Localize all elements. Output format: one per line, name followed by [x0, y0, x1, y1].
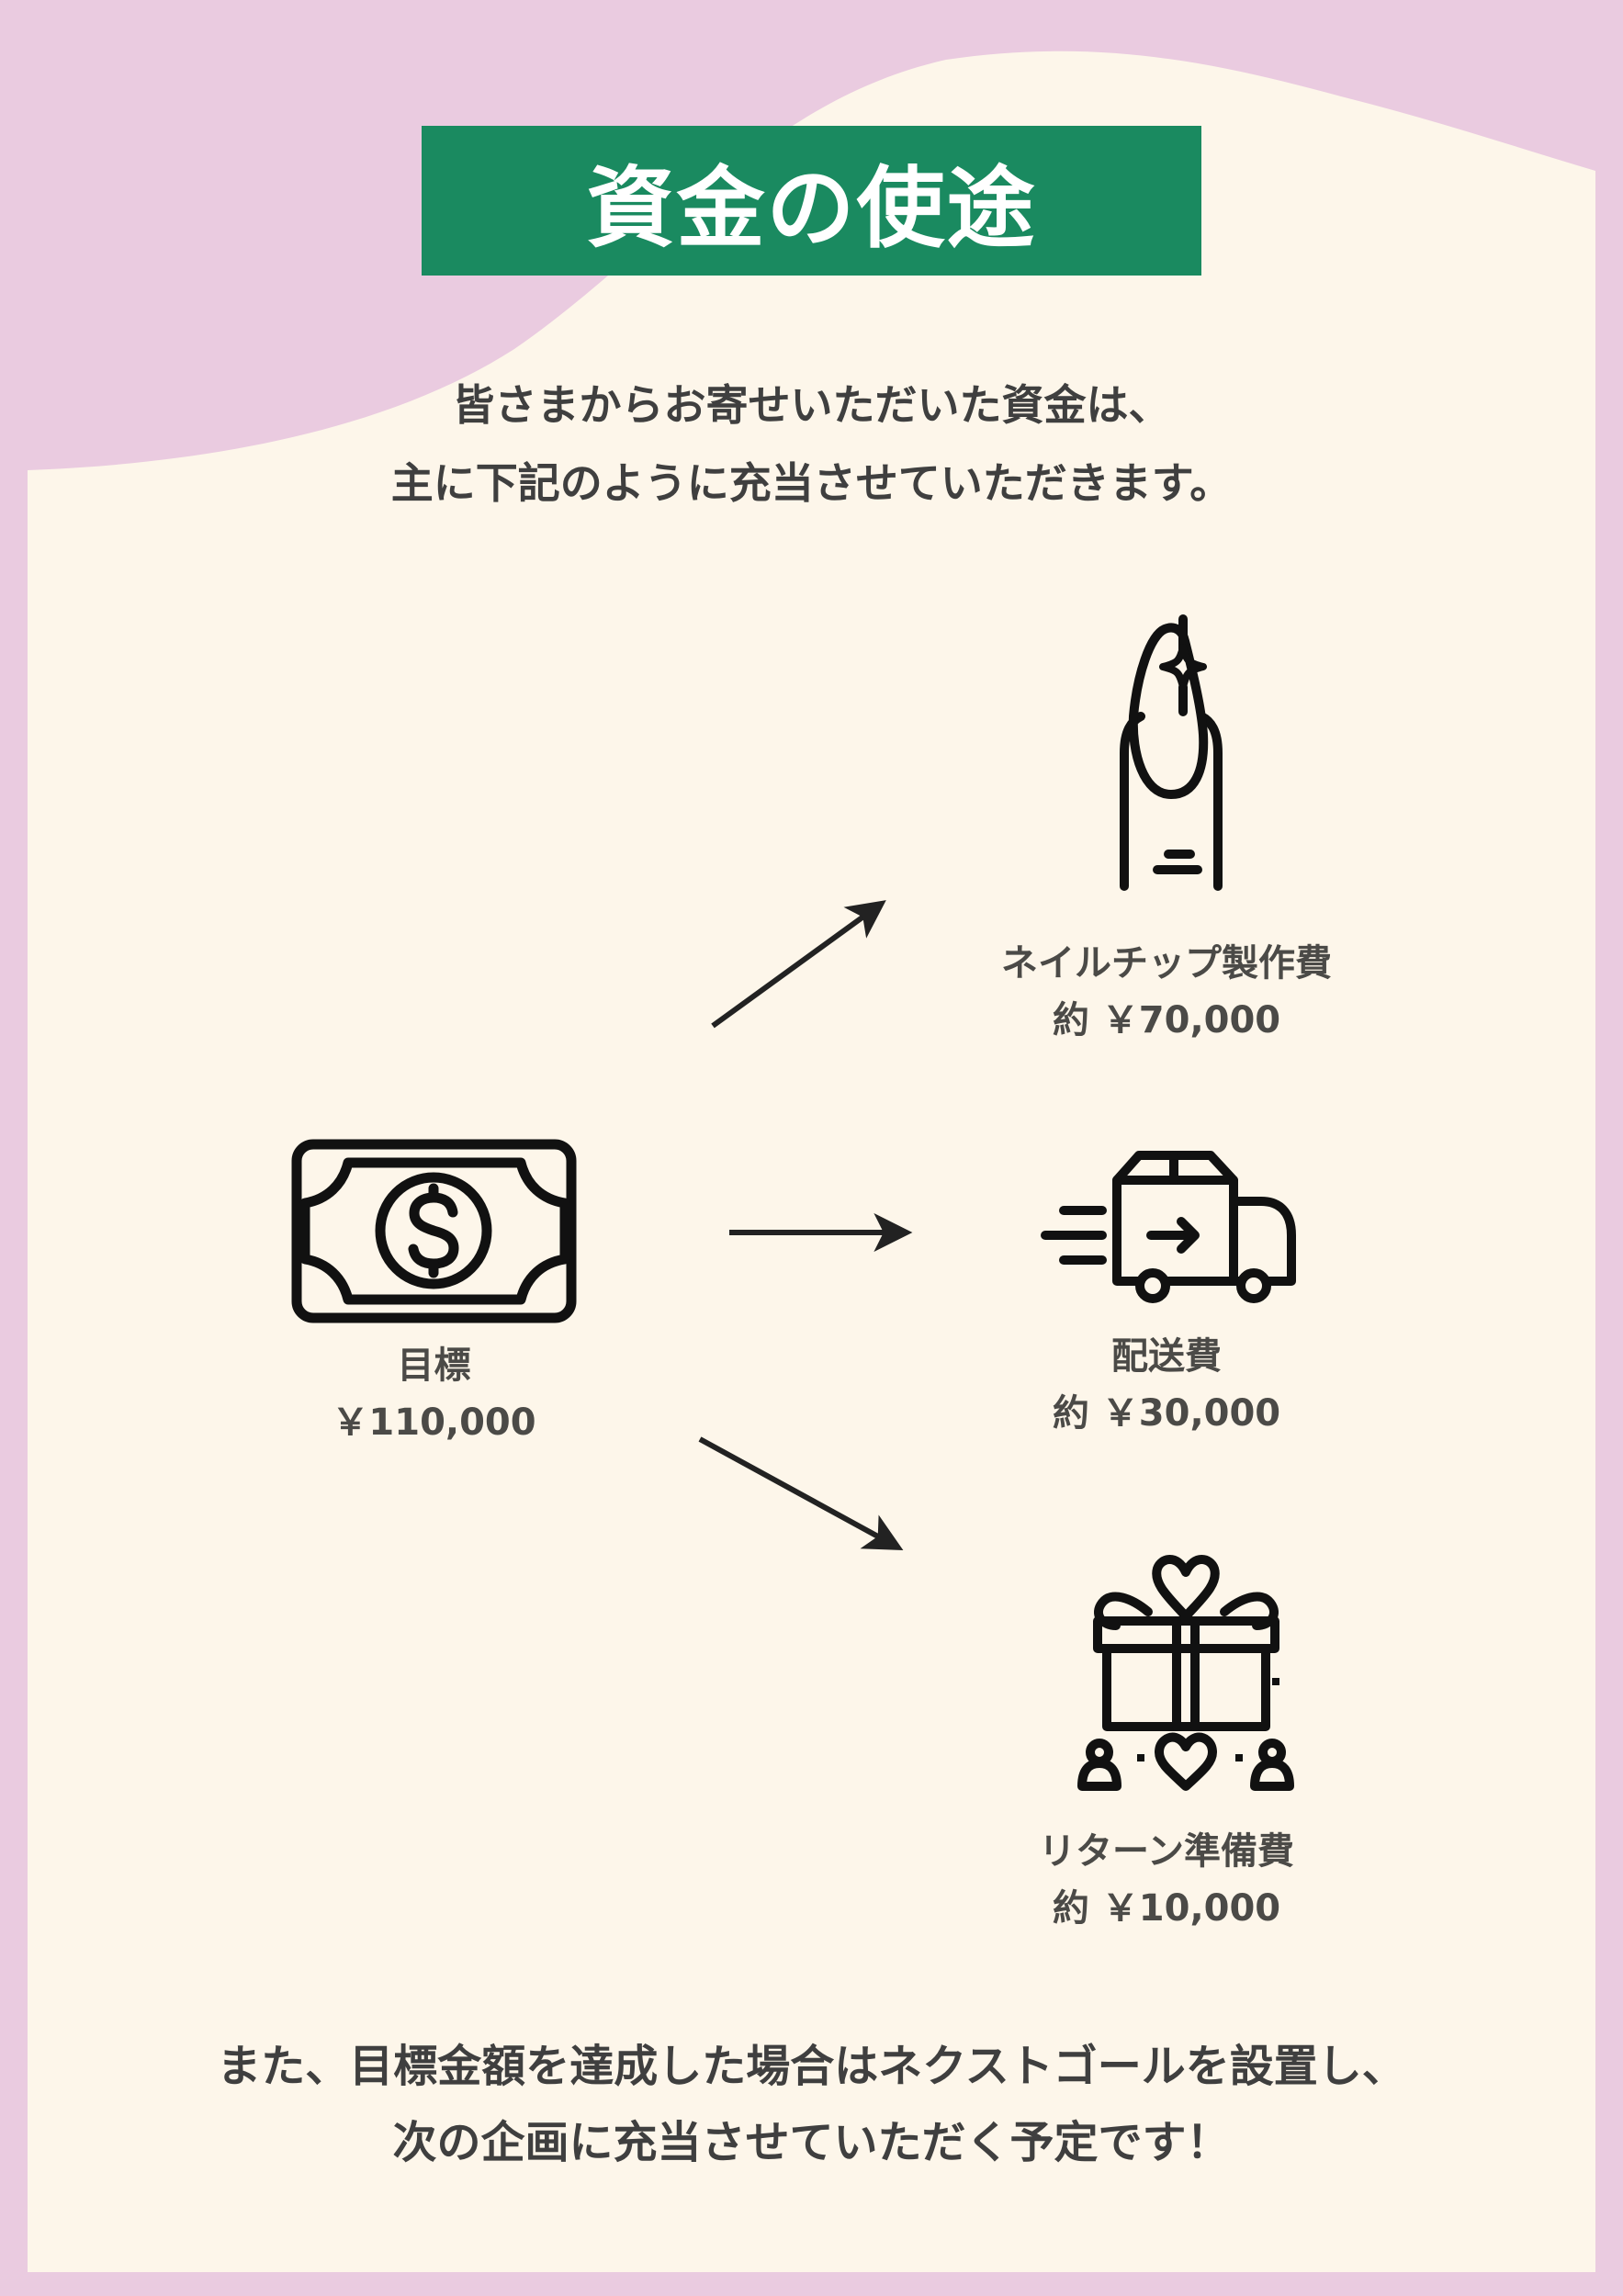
outro-line-2: 次の企画に充当させていただく予定です！	[392, 2117, 1231, 2168]
nail-label: ネイルチップ製作費	[1001, 942, 1332, 985]
goal-label: 目標	[397, 1345, 471, 1387]
returns-amount: 約 ￥10,000	[1052, 1887, 1281, 1930]
nail-tip-icon	[1120, 614, 1223, 891]
returns-label: リターン準備費	[1039, 1830, 1294, 1873]
gift-return-icon	[1077, 1555, 1294, 1791]
outro-line-1: また、目標金額を達成した場合はネクストゴールを設置し、	[217, 2041, 1406, 2092]
cream-panel	[28, 51, 1595, 2272]
goal-amount: ￥110,000	[332, 1401, 536, 1444]
money-bill-dollar-icon	[291, 1139, 577, 1323]
delivery-truck-icon	[1041, 1151, 1296, 1303]
nail-amount: 約 ￥70,000	[1052, 999, 1281, 1041]
shipping-amount: 約 ￥30,000	[1052, 1392, 1281, 1435]
intro-line-2: 主に下記のように充当させていただきます。	[390, 458, 1233, 508]
shipping-label: 配送費	[1111, 1335, 1222, 1378]
intro-line-1: 皆さまからお寄せいただいた資金は、	[452, 380, 1171, 430]
page-title: 資金の使途	[586, 157, 1037, 260]
title-banner: 資金の使途	[422, 126, 1201, 276]
